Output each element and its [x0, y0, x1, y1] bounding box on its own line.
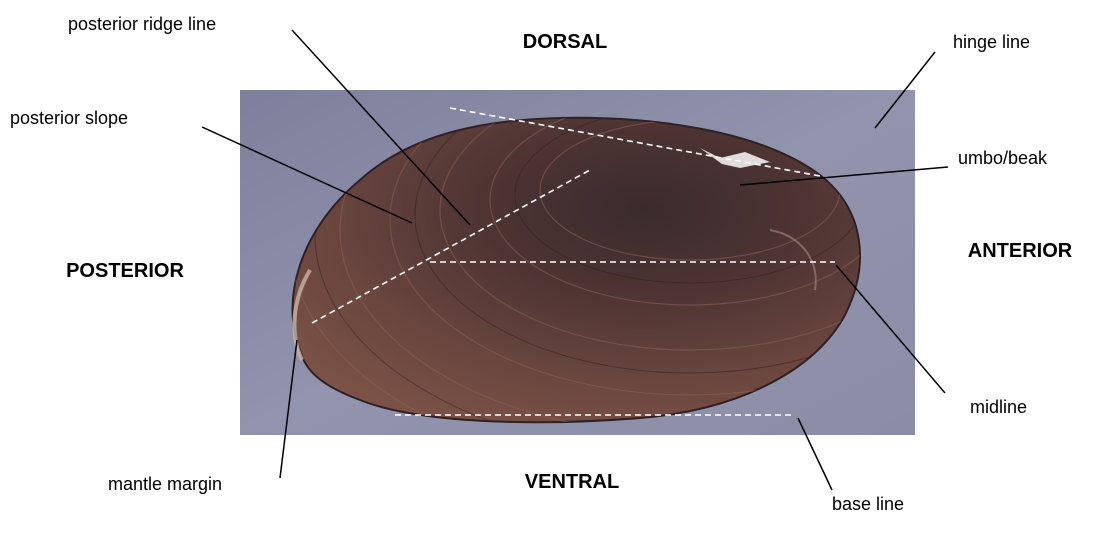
umbo-beak-label: umbo/beak	[958, 148, 1048, 168]
hinge-line-label: hinge line	[953, 32, 1030, 52]
posterior-label: POSTERIOR	[66, 260, 184, 282]
ventral-label: VENTRAL	[525, 471, 619, 493]
posterior-ridge-line-label: posterior ridge line	[68, 14, 216, 34]
mantle-margin-label: mantle margin	[108, 474, 222, 494]
dorsal-label: DORSAL	[523, 31, 607, 53]
midline-label: midline	[970, 397, 1027, 417]
posterior-slope-label: posterior slope	[10, 108, 128, 128]
anterior-label: ANTERIOR	[968, 240, 1073, 262]
base-line-label: base line	[832, 494, 904, 514]
